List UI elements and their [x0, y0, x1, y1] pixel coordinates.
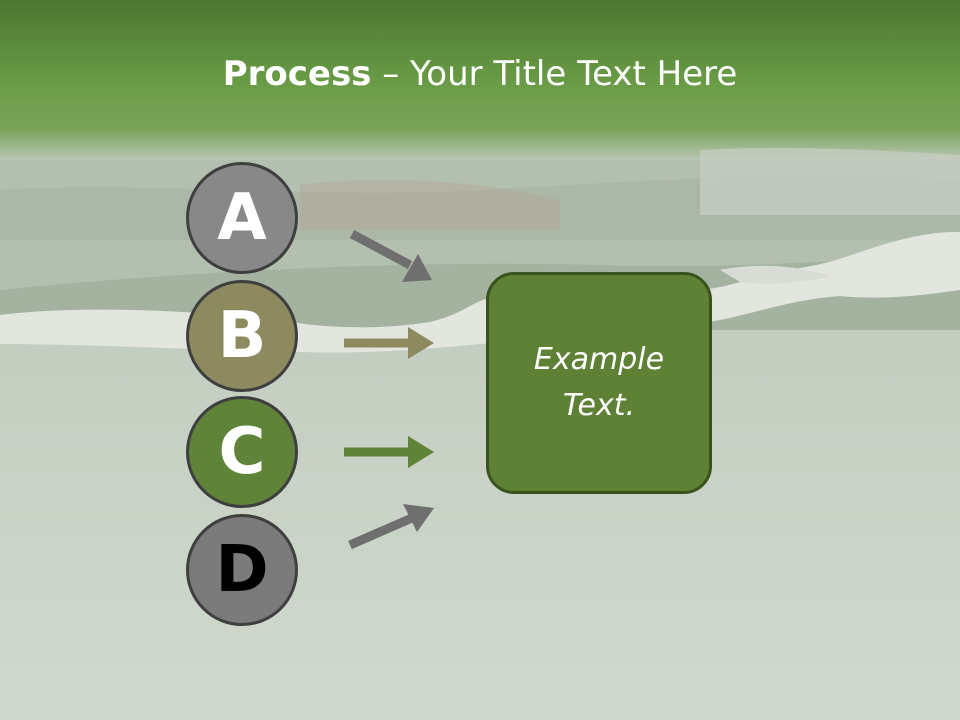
title-bold: Process: [222, 54, 372, 94]
step-b-circle: B: [186, 280, 298, 392]
arrow-d: [348, 504, 434, 550]
step-d-letter: D: [215, 533, 269, 607]
arrow-b: [344, 327, 434, 359]
arrow-c: [344, 436, 434, 468]
arrow-a: [349, 230, 432, 282]
step-c-circle: C: [186, 396, 298, 508]
step-a-circle: A: [186, 162, 298, 274]
step-a-letter: A: [217, 181, 267, 255]
slide-title: Process – Your Title Text Here: [0, 52, 960, 96]
step-d-circle: D: [186, 514, 298, 626]
step-c-letter: C: [218, 415, 266, 489]
example-text-box: Example Text.: [486, 272, 712, 494]
step-b-letter: B: [217, 299, 267, 373]
example-text: Example Text.: [533, 342, 665, 423]
title-rest: – Your Title Text Here: [371, 54, 738, 94]
